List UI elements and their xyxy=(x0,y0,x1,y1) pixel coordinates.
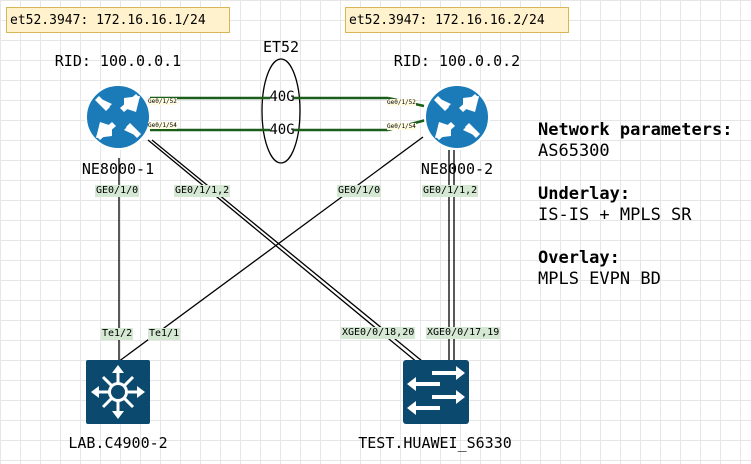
overlay-title: Overlay: xyxy=(538,248,620,268)
router-left-port-down-b: GE0/1/1,2 xyxy=(174,185,231,197)
bundle-link-bottom-label: 40G xyxy=(269,122,295,138)
bundle-link-top-label: 40G xyxy=(269,89,295,105)
link-ne2-c4900[interactable] xyxy=(117,136,424,363)
router-icon[interactable] xyxy=(85,84,151,150)
cisco-switch-name: LAB.C4900-2 xyxy=(68,434,168,452)
router-left-name: NE8000-1 xyxy=(81,160,155,178)
network-params-value: AS65300 xyxy=(538,141,610,161)
cisco-port-a: Te1/2 xyxy=(101,328,134,340)
router-right-name: NE8000-2 xyxy=(420,160,494,178)
layer3-switch-icon[interactable] xyxy=(86,360,150,424)
router-right-port-down-b: GE0/1/1,2 xyxy=(422,185,479,197)
ip-note-right: et52.3947: 172.16.16.2/24 xyxy=(345,7,569,33)
overlay-value: MPLS EVPN BD xyxy=(538,269,661,289)
bundle-name: ET52 xyxy=(262,38,300,56)
bundle-ellipse[interactable] xyxy=(261,58,301,164)
switch-arrows-icon[interactable] xyxy=(403,360,469,424)
router-left-port-down-a: GE0/1/0 xyxy=(95,185,140,197)
underlay-title: Underlay: xyxy=(538,184,631,204)
network-params: Network parameters: AS65300 Underlay: IS… xyxy=(538,120,732,290)
huawei-switch-name: TEST.HUAWEI_S6330 xyxy=(358,434,512,452)
link-ne1-s6330-a[interactable] xyxy=(147,139,419,364)
router-left-port-top: Ge0/1/52 xyxy=(148,98,177,105)
router-left-rid: RID: 100.0.0.1 xyxy=(54,52,182,70)
router-right-port-top: Ge0/1/52 xyxy=(387,99,416,106)
ip-note-left: et52.3947: 172.16.16.1/24 xyxy=(6,7,230,33)
router-right-port-down-a: GE0/1/0 xyxy=(337,185,382,197)
link-ne1-s6330-b[interactable] xyxy=(151,139,423,362)
router-right-rid: RID: 100.0.0.2 xyxy=(393,52,521,70)
huawei-port-b: XGE0/0/17,19 xyxy=(426,327,501,339)
underlay-value: IS-IS + MPLS SR xyxy=(538,205,692,225)
cisco-port-b: Te1/1 xyxy=(148,328,181,340)
router-left-port-bottom: Ge0/1/54 xyxy=(148,122,177,129)
network-params-title: Network parameters: xyxy=(538,120,733,140)
router-icon[interactable] xyxy=(424,84,490,150)
huawei-port-a: XGE0/0/18,20 xyxy=(341,327,416,339)
router-right-port-bottom: Ge0/1/54 xyxy=(387,123,416,130)
